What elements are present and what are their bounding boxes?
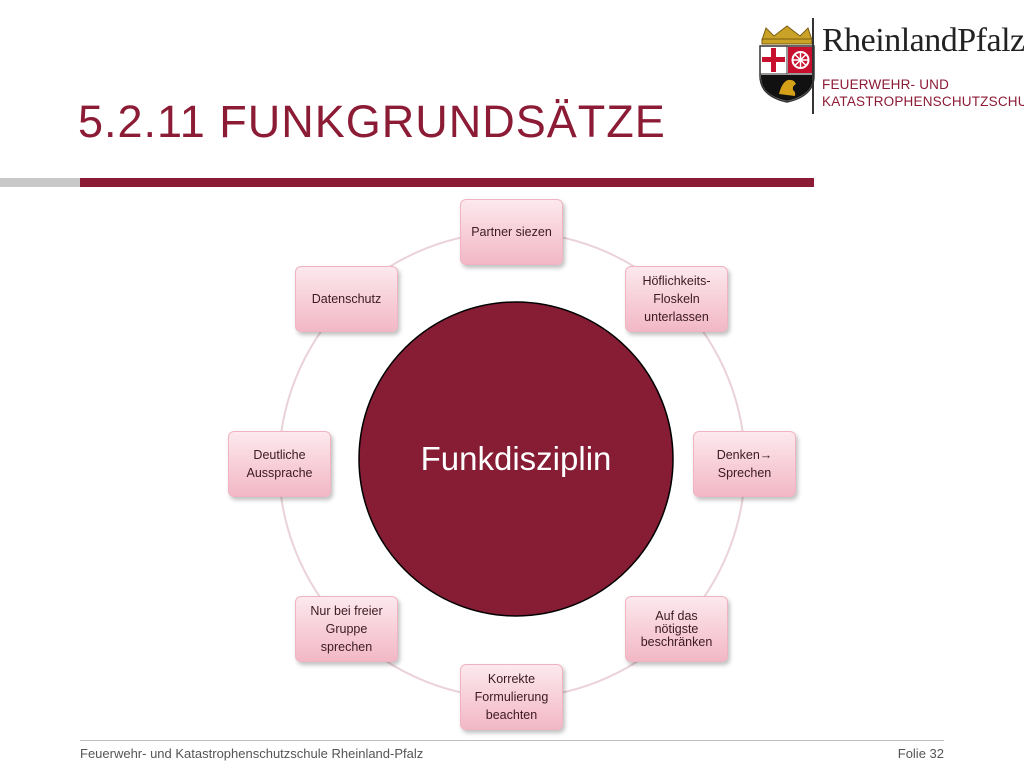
slide-title: 5.2.11 FUNKGRUNDSÄTZE	[78, 96, 666, 147]
node-datenschutz: Datenschutz	[295, 266, 398, 332]
logo-brand-text: RheinlandPfalz	[822, 22, 1024, 59]
logo-divider	[812, 18, 814, 114]
footer-slide-number: Folie 32	[897, 746, 944, 761]
node-noetigste: Auf das nötigste beschränken	[625, 596, 728, 662]
footer-organization: Feuerwehr- und Katastrophenschutzschule …	[80, 746, 424, 761]
logo-subtitle-line-1: FEUERWEHR- UND	[822, 77, 950, 92]
node-gruppe: Nur bei freier Gruppe sprechen	[295, 596, 398, 662]
node-formulierung: Korrekte Formulierung beachten	[460, 664, 563, 730]
logo-subtitle-line-2: KATASTROPHENSCHUTZSCHULE	[822, 94, 1024, 109]
node-partner-siezen: Partner siezen	[460, 199, 563, 265]
footer-divider	[80, 740, 944, 741]
title-rule-gray	[0, 178, 80, 187]
node-aussprache: Deutliche Aussprache	[228, 431, 331, 497]
title-rule-accent	[80, 178, 814, 187]
center-circle	[358, 301, 674, 617]
node-hoeflichkeit: Höflichkeits- Floskeln unterlassen	[625, 266, 728, 332]
logo	[752, 18, 1012, 118]
node-denken-sprechen: Denken→ Sprechen	[693, 431, 796, 497]
coat-of-arms-icon	[759, 25, 815, 103]
